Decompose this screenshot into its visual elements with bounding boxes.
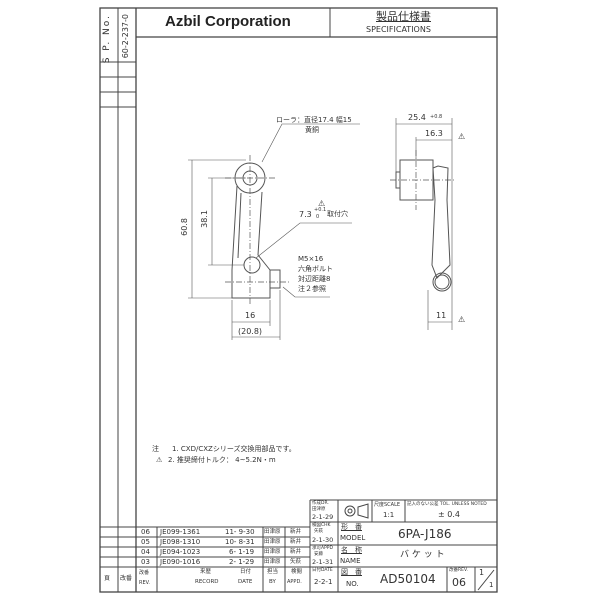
scale-value: 1:1	[383, 511, 395, 519]
roller-note: ローラ：直径17.4 幅15	[276, 116, 352, 124]
date-cell: 6- 1-19	[229, 548, 255, 556]
model-value: 6PA-J186	[398, 527, 452, 541]
drawn-label: 作成DR.	[312, 501, 329, 506]
date-label: 日付DATE	[312, 568, 333, 573]
by-header-jp: 担当	[267, 569, 279, 575]
dim-38-1: 38.1	[200, 210, 209, 228]
dim-11: 11	[436, 311, 447, 320]
doc-type-jp: 製品仕様書	[376, 10, 431, 23]
warning-icon: ⚠	[458, 315, 466, 324]
tolerance-label: 記入のない公差 TOL. UNLESS NOTED	[407, 502, 487, 507]
bolt-spec: M5×16	[298, 255, 324, 263]
sp-no-label: S P. No.	[102, 14, 112, 64]
rev-label: 改番REV.	[449, 568, 468, 573]
page-header: 頁	[104, 575, 111, 582]
rev-value: 06	[452, 576, 466, 589]
hole-dim: 7.3	[299, 210, 312, 219]
appd-header-en: APPD.	[287, 579, 302, 585]
rev-header-en: REV.	[139, 580, 150, 586]
warning-icon: ⚠	[156, 456, 163, 464]
rev-cell: 03	[141, 558, 150, 566]
approved-name: 安藤	[314, 552, 323, 557]
record-cell: JE099-1361	[160, 528, 201, 536]
date-cell: 11- 9-30	[225, 528, 255, 536]
bolt-width: 対辺距離8	[298, 275, 331, 283]
checked-label: 検図CHK	[312, 523, 331, 528]
by-cell: 田津原	[264, 529, 281, 535]
warning-icon: ⚠	[458, 132, 466, 141]
sheet-total: 1	[489, 581, 494, 589]
by-cell: 田津原	[264, 559, 281, 565]
drawing-no-label-en: NO.	[346, 580, 359, 588]
drawn-date: 2-1-29	[312, 513, 334, 521]
dim-25-4-tol: +0.8	[430, 114, 443, 120]
company-name: Azbil Corporation	[165, 13, 291, 30]
sheet-number: 1	[479, 568, 485, 577]
appd-header-jp: 検閲	[291, 569, 303, 575]
hole-label: 取付穴	[327, 210, 348, 218]
dim-20-8: (20.8)	[238, 327, 263, 336]
note-1: 1. CXD/CXZシリーズ交換用部品です。	[172, 445, 296, 453]
model-label-jp: 形 番	[341, 523, 362, 531]
dim-25-4: 25.4	[408, 113, 426, 122]
note-2: 2. 推奨締付トルク： 4~5.2N・m	[168, 456, 276, 464]
date-cell: 2- 1-29	[229, 558, 255, 566]
rev-cell: 06	[141, 528, 150, 536]
name-value: バ ケ ッ ト	[400, 550, 445, 560]
date-cell: 10- 8-31	[225, 538, 255, 546]
by-cell: 田津原	[264, 539, 281, 545]
rev-cell: 04	[141, 548, 150, 556]
bolt-note: 注２参照	[298, 285, 326, 293]
sp-no-value: 60-2-237-0	[121, 14, 130, 59]
dim-16: 16	[245, 311, 256, 320]
record-cell: JE098-1310	[160, 538, 201, 546]
warning-icon: ⚠	[318, 199, 326, 208]
drawing-no-value: AD50104	[380, 572, 436, 586]
record-header-jp: 来歴	[200, 569, 212, 575]
drawn-name: 田津原	[312, 507, 326, 512]
date-value: 2-2-1	[314, 578, 333, 586]
by-header-en: BY	[269, 579, 276, 585]
rev-no-header: 改番	[120, 575, 133, 582]
hole-tol-plus: +0.1	[314, 207, 327, 213]
record-cell: JE090-1016	[160, 558, 201, 566]
model-label-en: MODEL	[340, 534, 366, 542]
name-label-en: NAME	[340, 557, 361, 565]
rev-cell: 05	[141, 538, 150, 546]
appd-cell: 新井	[290, 529, 302, 535]
dim-16-3: 16.3	[425, 129, 443, 138]
tolerance-value: ± 0.4	[438, 510, 460, 519]
checked-date: 2-1-30	[312, 536, 334, 544]
record-cell: JE094-1023	[160, 548, 201, 556]
hole-tol-minus: 0	[316, 214, 320, 220]
date-header-en: DATE	[238, 579, 253, 585]
scale-label: 尺度SCALE	[374, 502, 401, 508]
appd-cell: 新井	[290, 539, 302, 545]
appd-cell: 新井	[290, 549, 302, 555]
name-label-jp: 名 称	[341, 546, 362, 554]
notes-prefix: 注	[152, 445, 159, 453]
record-header-en: RECORD	[195, 579, 219, 585]
approved-date: 2-1-31	[312, 558, 334, 566]
drawing-no-label-jp: 図 番	[341, 568, 362, 576]
doc-type-en: SPECIFICATIONS	[366, 25, 431, 34]
rev-header-jp: 改番	[139, 570, 150, 576]
approved-label: 承可APPD	[312, 546, 333, 551]
bolt-type: 六角ボルト	[298, 265, 333, 273]
by-cell: 田津原	[264, 549, 281, 555]
checked-name: 矢萩	[314, 529, 323, 534]
dim-60-8: 60.8	[180, 218, 189, 236]
roller-material: 黄銅	[305, 126, 319, 134]
date-header-jp: 日付	[240, 569, 252, 575]
appd-cell: 矢萩	[290, 559, 302, 565]
